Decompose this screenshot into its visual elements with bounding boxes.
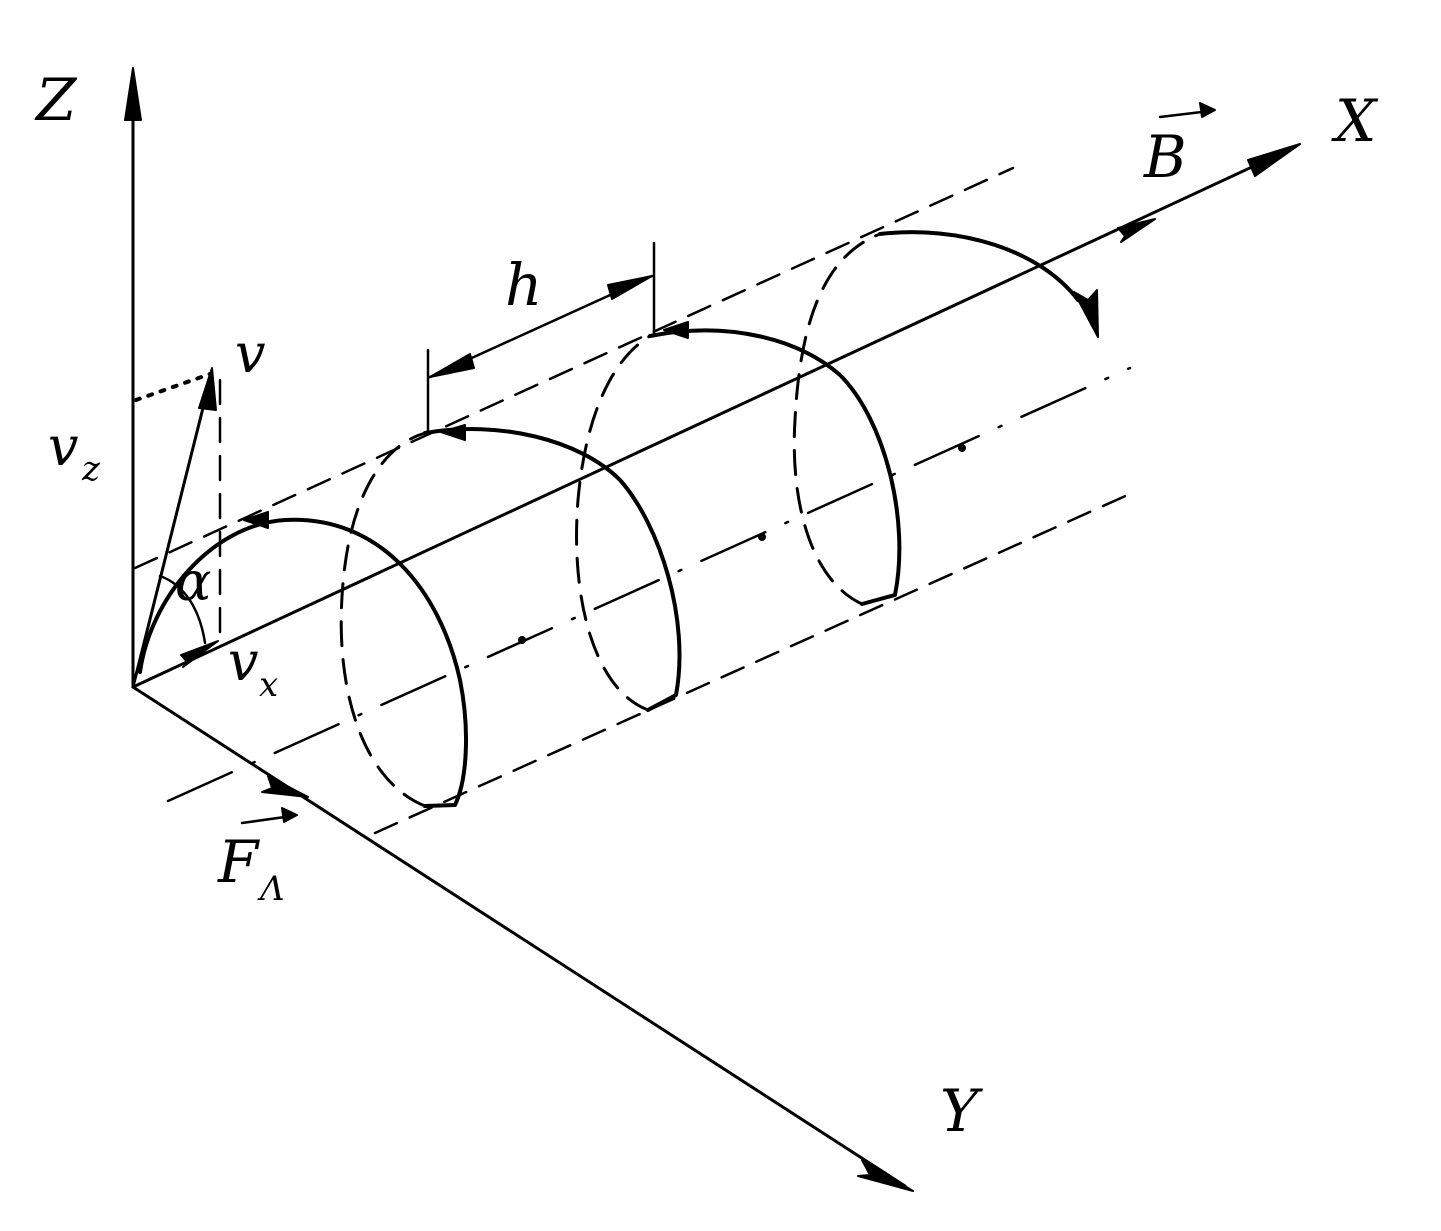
- vx-subscript: x: [259, 665, 278, 705]
- field-direction-markers: [180, 218, 1156, 668]
- helix-turn-1-back: [339, 431, 427, 808]
- field-vector-bar-head: [1199, 102, 1216, 118]
- axis-dots: [518, 444, 966, 644]
- helix-arrowhead: [243, 511, 269, 529]
- angle-label: α: [175, 550, 211, 613]
- vz-label: v: [48, 415, 79, 478]
- y-axis-line: [131, 685, 907, 1188]
- x-axis-arrowhead: [1247, 143, 1301, 177]
- force-vector-bar-head: [281, 807, 298, 823]
- helix-turn-1-front: [138, 517, 469, 808]
- helix-turn-3-back: [792, 232, 882, 606]
- angle-arc: [158, 574, 207, 645]
- axis-dot: [518, 636, 526, 644]
- axis-dot: [958, 444, 966, 452]
- b-direction-arrowhead: [1117, 218, 1156, 243]
- pitch-arrowhead-right: [607, 275, 653, 300]
- velocity-vector-arrowhead: [198, 367, 217, 411]
- pitch-dimension: [426, 241, 656, 435]
- pitch-label: h: [505, 251, 542, 319]
- helix-turn-4-front: [878, 230, 1080, 302]
- vx-label: v: [228, 630, 259, 693]
- field-label: B: [1143, 123, 1187, 191]
- cylinder-envelope: [133, 166, 1134, 835]
- helix-trajectory: [138, 230, 1099, 808]
- axes: [124, 67, 1301, 1192]
- vz-subscript: z: [81, 449, 101, 489]
- helix-turn-3-front: [648, 328, 902, 606]
- vz-level-dotted: [134, 372, 212, 402]
- velocity-vector-line: [131, 378, 212, 689]
- velocity-label: v: [235, 322, 266, 385]
- helix-arrowhead: [440, 424, 466, 441]
- z-axis-arrowhead: [124, 67, 142, 121]
- z-axis-label: Z: [34, 66, 78, 134]
- labels: Z X Y B v v z v x α h F Λ: [34, 66, 1379, 1145]
- vx-arrowhead: [180, 640, 219, 668]
- helix-arrowhead: [663, 321, 689, 339]
- helix-turn-2-back: [575, 334, 652, 712]
- pitch-arrowhead-left: [429, 353, 475, 378]
- helix-end-arrowhead: [1073, 289, 1099, 338]
- force-label: F: [217, 828, 260, 896]
- cylinder-top-edge: [133, 166, 1015, 570]
- axis-dot: [758, 533, 766, 541]
- velocity-vectors: [131, 367, 222, 689]
- cylinder-axis: [166, 366, 1132, 803]
- x-axis-line: [131, 145, 1297, 689]
- force-subscript: Λ: [257, 869, 285, 909]
- helix-direction-markers: [243, 321, 689, 529]
- y-axis-arrowhead: [857, 1159, 914, 1192]
- force-direction-arrowhead: [261, 775, 309, 798]
- x-axis-label: X: [1331, 87, 1379, 155]
- y-axis-label: Y: [940, 1077, 983, 1145]
- helix-turn-2-front: [423, 427, 682, 712]
- cylinder-bottom-edge: [373, 491, 1134, 835]
